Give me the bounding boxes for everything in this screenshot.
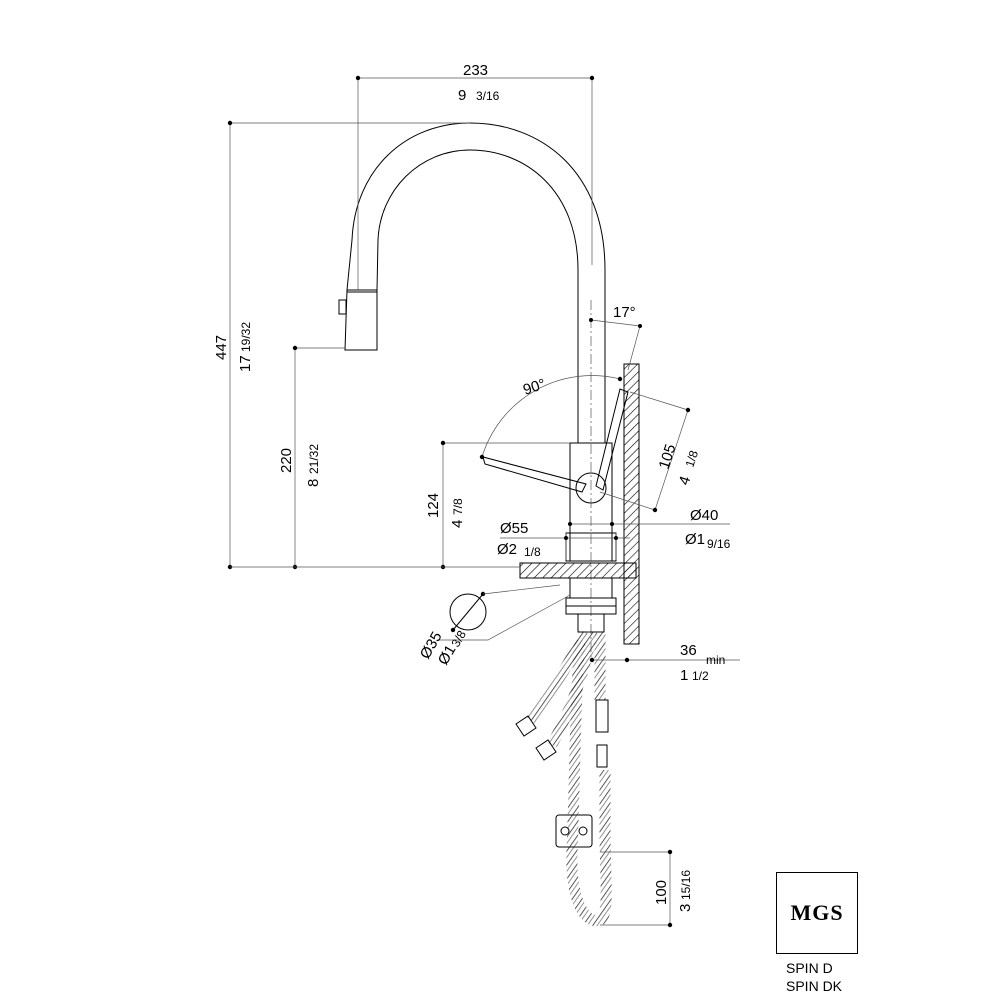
lever-angle: 90° xyxy=(521,376,548,399)
dimension-lines xyxy=(227,75,740,928)
outlet-height-in-frac: 21/32 xyxy=(307,444,321,474)
lever-length-in-frac: 1/8 xyxy=(683,448,702,469)
lever-height-in: 4 xyxy=(449,520,466,528)
lever-height-in-frac: 7/8 xyxy=(451,498,465,515)
base-dia-mm: Ø55 xyxy=(500,520,528,537)
height-mm: 447 xyxy=(213,335,230,360)
reach-mm: 233 xyxy=(463,62,488,79)
base-dia-in: Ø2 xyxy=(497,541,517,558)
hose-in: 3 xyxy=(677,904,694,912)
counter-section xyxy=(519,363,640,645)
outlet-height-mm: 220 xyxy=(278,448,295,473)
lever-height-mm: 124 xyxy=(425,493,442,518)
lever-length-mm: 105 xyxy=(656,442,680,471)
reach-in: 9 xyxy=(458,87,466,104)
reach-in-frac: 3/16 xyxy=(476,89,500,103)
model-name-1: SPIN D xyxy=(786,960,833,976)
deck-thickness-note: min xyxy=(706,653,725,667)
height-in: 17 xyxy=(237,355,254,372)
supply-hoses xyxy=(515,629,612,927)
hose-in-frac: 15/16 xyxy=(679,870,693,900)
deck-thickness-in: 1 xyxy=(680,667,688,684)
base-dia-in-frac: 1/8 xyxy=(524,545,541,559)
dimension-labels: 233 9 3/16 447 17 19/32 220 8 21/32 124 … xyxy=(213,62,731,912)
outlet-height-in: 8 xyxy=(305,479,322,487)
model-name-2: SPIN DK xyxy=(786,978,843,994)
height-in-frac: 19/32 xyxy=(239,322,253,352)
deck-thickness-mm: 36 xyxy=(680,642,697,659)
faucet-outline xyxy=(338,122,629,660)
body-dia-mm: Ø40 xyxy=(690,507,718,524)
deck-thickness-in-frac: 1/2 xyxy=(692,669,709,683)
lever-length-in: 4 xyxy=(676,474,695,487)
brand-logo: MGS xyxy=(776,872,858,954)
body-dia-in-frac: 9/16 xyxy=(707,537,731,551)
body-dia-in: Ø1 xyxy=(685,531,705,548)
hole-detail xyxy=(438,584,571,641)
tilt-angle: 17° xyxy=(613,304,636,321)
hose-mm: 100 xyxy=(653,880,670,905)
